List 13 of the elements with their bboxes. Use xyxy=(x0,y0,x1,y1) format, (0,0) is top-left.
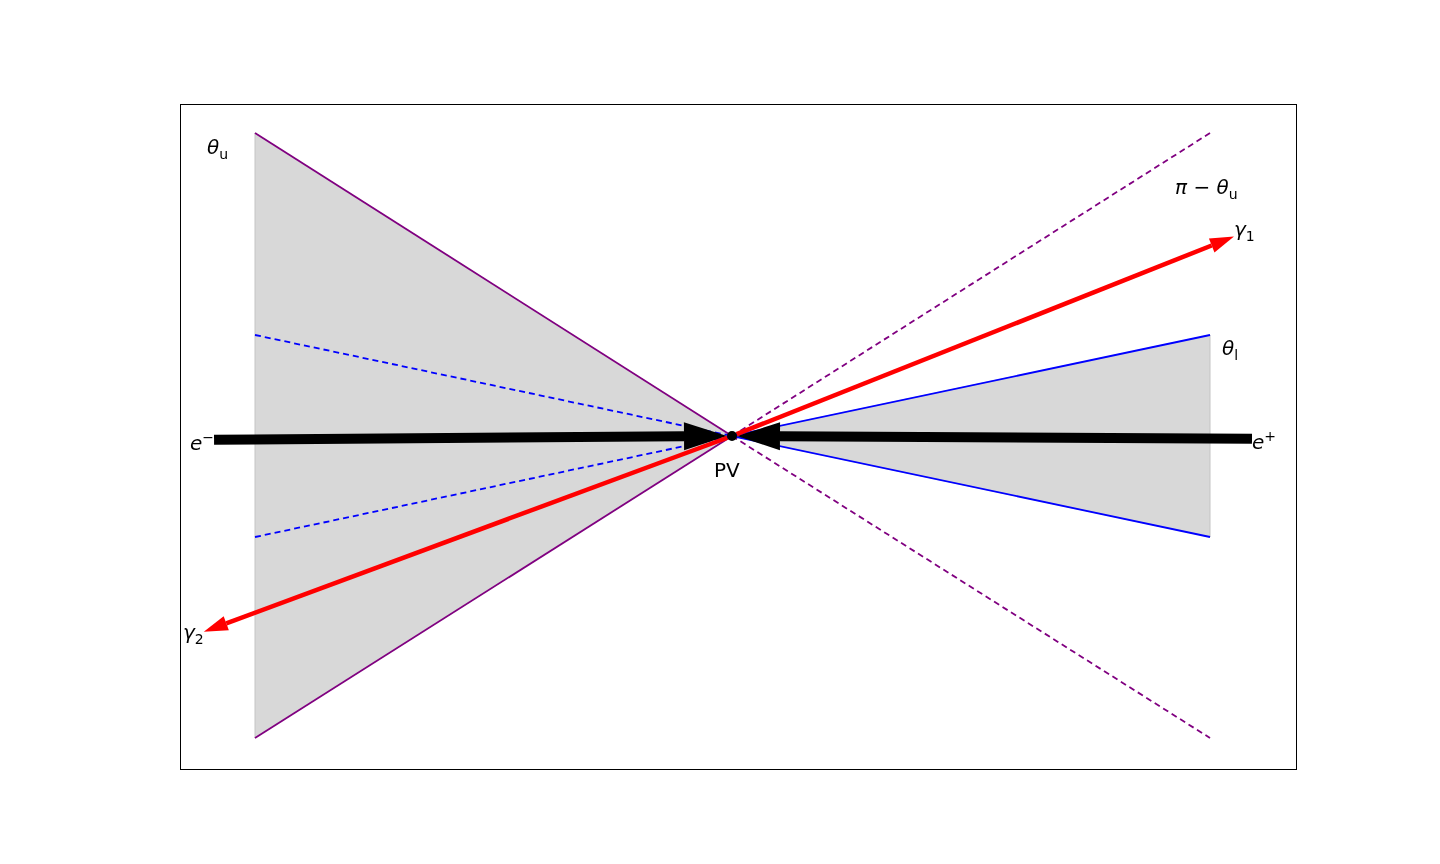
arrow xyxy=(214,422,727,451)
particle-label: e$^{+}$ xyxy=(1252,425,1277,453)
arrow xyxy=(203,435,729,632)
particle-label: γ$_{2}$ xyxy=(183,621,204,650)
particle-label: e$^{−}$ xyxy=(190,426,215,454)
angle-label: θ$_{u}$ xyxy=(207,136,229,164)
vertex-label: PV xyxy=(714,459,740,481)
angle-label: π − θ$_{u}$ xyxy=(1175,176,1238,204)
arrow xyxy=(737,422,1253,451)
vertex-dot xyxy=(727,431,737,441)
arrow xyxy=(735,236,1234,437)
particle-label: γ$_{1}$ xyxy=(1234,218,1255,247)
angle-label: θ$_{l}$ xyxy=(1222,337,1239,365)
